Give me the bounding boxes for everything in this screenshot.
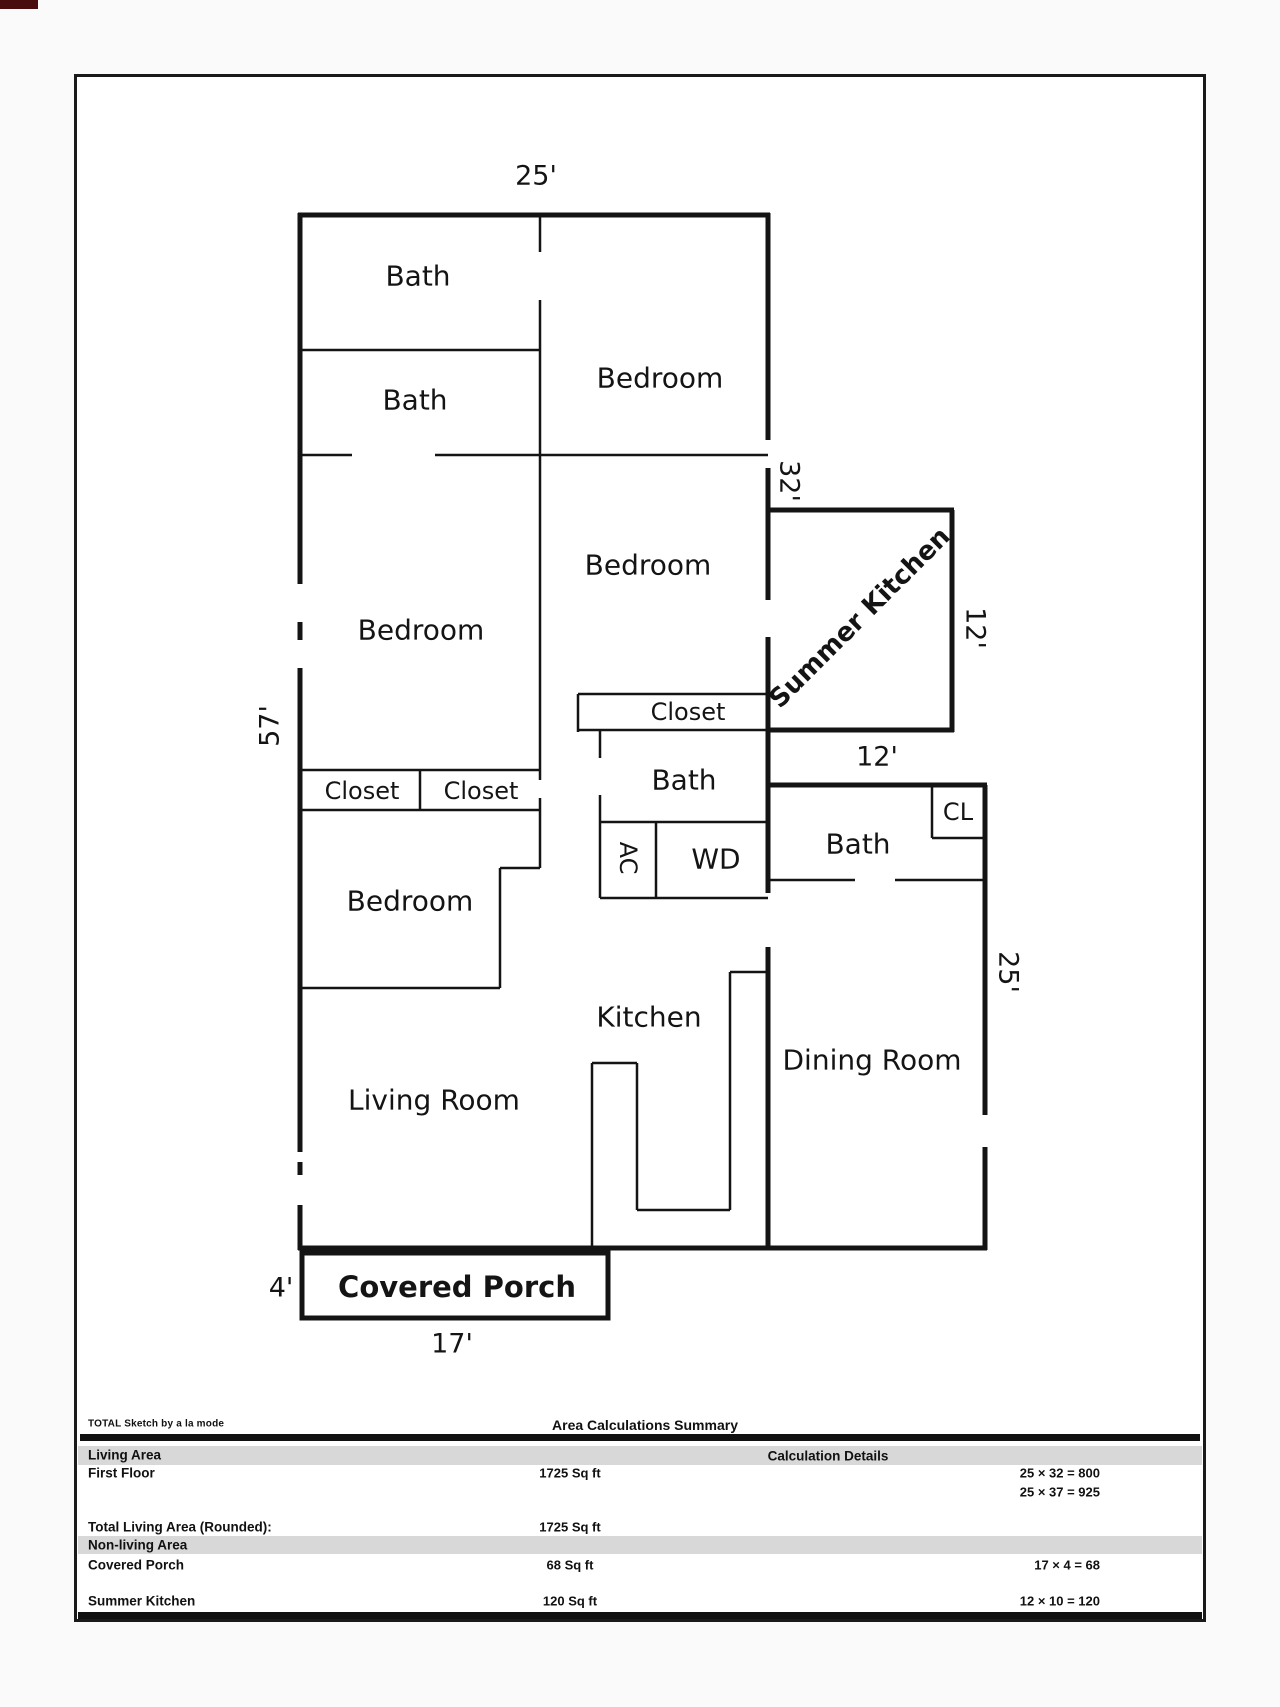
porch-box — [299, 1250, 611, 1321]
row-covered-porch-value: 68 Sq ft — [546, 1557, 594, 1573]
room-label-closet-middle: Closet — [650, 698, 726, 726]
room-label-bedroom-upper-right: Bedroom — [596, 361, 724, 395]
dim-label-4ft-porch: 4' — [268, 1272, 294, 1304]
room-label-bath-top: Bath — [385, 259, 451, 293]
row-total-label: Total Living Area (Rounded): — [88, 1519, 272, 1535]
room-label-bedroom-lower-left: Bedroom — [346, 884, 474, 918]
room-label-cl: CL — [942, 798, 974, 826]
room-label-kitchen: Kitchen — [596, 1000, 702, 1034]
row-total-value: 1725 Sq ft — [539, 1519, 601, 1535]
row-first-floor-label: First Floor — [88, 1465, 155, 1481]
dim-label-25ft-lower-right: 25' — [992, 951, 1024, 993]
room-label-bath-upper-left: Bath — [382, 383, 448, 417]
room-label-closet-left-b: Closet — [443, 777, 519, 805]
room-label-bath-middle: Bath — [651, 763, 717, 797]
room-label-closet-left-a: Closet — [324, 777, 400, 805]
row-covered-porch-label: Covered Porch — [88, 1557, 185, 1573]
room-label-ac: AC — [614, 841, 642, 875]
non-living-band — [78, 1536, 1202, 1554]
dim-label-25ft-top: 25' — [515, 160, 557, 192]
room-label-wd: WD — [691, 842, 741, 876]
calculation-details-header: Calculation Details — [767, 1448, 889, 1464]
row-summer-kitchen-calc: 12 × 10 = 120 — [1019, 1593, 1100, 1609]
summary-title: Area Calculations Summary — [552, 1417, 738, 1433]
room-label-dining-room: Dining Room — [782, 1043, 962, 1077]
dim-label-32ft-right: 32' — [773, 460, 805, 502]
living-area-header: Living Area — [88, 1447, 162, 1463]
row-summer-kitchen-label: Summer Kitchen — [88, 1593, 196, 1609]
room-label-living-room: Living Room — [348, 1083, 520, 1117]
non-living-header: Non-living Area — [88, 1537, 188, 1553]
walls-thick — [297, 212, 988, 1251]
dim-label-17ft-porch: 17' — [431, 1328, 473, 1360]
row-covered-porch-calc: 17 × 4 = 68 — [1034, 1557, 1100, 1573]
walls-thin — [300, 215, 985, 1248]
living-area-band — [78, 1446, 1202, 1465]
table-divider-bar-top — [80, 1434, 1200, 1441]
row-first-floor-calc-2: 25 × 37 = 925 — [1019, 1484, 1100, 1500]
row-summer-kitchen-value: 120 Sq ft — [542, 1593, 598, 1609]
table-divider-bar-bottom — [78, 1612, 1202, 1619]
room-label-covered-porch: Covered Porch — [338, 1270, 576, 1304]
page-border — [74, 74, 1206, 1622]
dim-label-12ft-sk-bottom: 12' — [856, 741, 898, 773]
room-label-bedroom-left: Bedroom — [357, 613, 485, 647]
row-first-floor-value: 1725 Sq ft — [539, 1465, 601, 1481]
scan-artifact — [0, 0, 38, 9]
dim-label-57ft-left: 57' — [254, 705, 286, 747]
sketch-branding: TOTAL Sketch by a la mode — [88, 1418, 225, 1430]
dim-label-12ft-sk-right: 12' — [959, 607, 991, 649]
porch-outline — [299, 1250, 611, 1321]
room-label-bath-right: Bath — [825, 827, 891, 861]
row-first-floor-calc-1: 25 × 32 = 800 — [1019, 1465, 1100, 1481]
room-label-bedroom-middle: Bedroom — [584, 548, 712, 582]
